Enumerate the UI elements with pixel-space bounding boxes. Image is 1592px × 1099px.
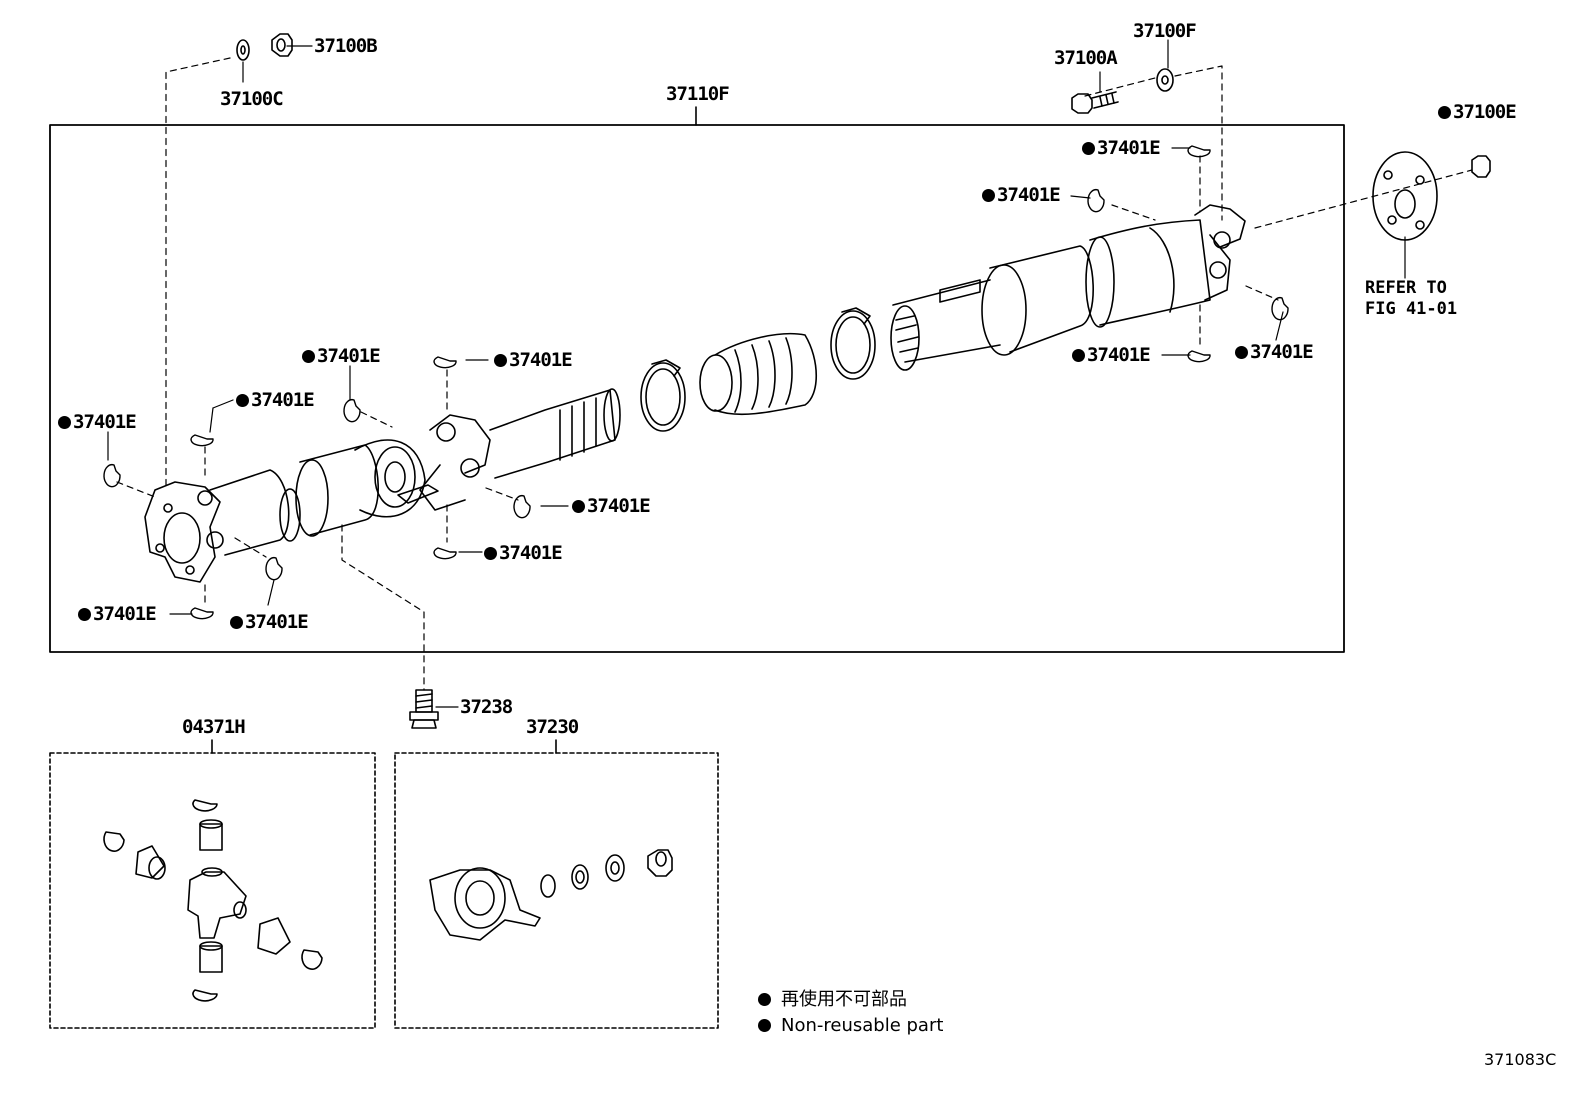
label-snap-ring: 37401E xyxy=(302,346,381,366)
label-bolt-a: 37100A xyxy=(1054,47,1118,69)
label-snap-ring: 37401E xyxy=(494,350,573,370)
label-snap-ring: 37401E xyxy=(982,185,1061,205)
label-snap-ring: 37401E xyxy=(1082,138,1161,158)
spider-kit-parts xyxy=(103,799,323,1002)
rear-shaft xyxy=(890,204,1246,371)
front-flange-yoke xyxy=(144,469,301,583)
label-snap-ring: 37401E xyxy=(78,604,157,624)
refer-to-line1: REFER TO xyxy=(1365,278,1447,298)
refer-to-line2: FIG 41-01 xyxy=(1365,299,1458,319)
label-spider-kit: 04371H xyxy=(182,716,246,738)
legend-en: Non-reusable part xyxy=(758,1013,943,1039)
legend-en-text: Non-reusable part xyxy=(781,1015,944,1036)
label-main-assembly: 37110F xyxy=(666,83,730,105)
label-nut-e: 37100E xyxy=(1438,102,1517,122)
label-snap-ring: 37401E xyxy=(230,612,309,632)
companion-flange xyxy=(1372,151,1438,241)
label-snap-ring: 37401E xyxy=(484,543,563,563)
center-bearing-installed xyxy=(295,439,439,537)
label-snap-ring: 37401E xyxy=(58,412,137,432)
assembly-frame xyxy=(49,124,1345,653)
label-snap-ring: 37401E xyxy=(1235,342,1314,362)
boot-and-clamps xyxy=(640,307,876,432)
label-snap-ring: 37401E xyxy=(1072,345,1151,365)
snap-rings xyxy=(103,145,1289,620)
label-snap-ring: 37401E xyxy=(572,496,651,516)
figure-number: 371083C xyxy=(1484,1050,1557,1069)
label-washer-f: 37100F xyxy=(1133,20,1197,42)
spider-kit-frame xyxy=(49,752,376,1029)
slip-yoke-shaft xyxy=(419,388,621,511)
bullet-icon xyxy=(758,993,771,1006)
label-washer-c: 37100C xyxy=(220,88,284,110)
bullet-icon xyxy=(758,1019,771,1032)
label-bolt-37238: 37238 xyxy=(460,696,513,718)
label-center-bearing: 37230 xyxy=(526,716,579,738)
legend-jp: 再使用不可部品 xyxy=(758,987,907,1013)
bolt-37238-drawing xyxy=(409,689,439,729)
center-bearing-frame xyxy=(394,752,719,1029)
label-snap-ring: 37401E xyxy=(236,390,315,410)
legend-jp-text: 再使用不可部品 xyxy=(781,989,907,1010)
label-nut-b: 37100B xyxy=(314,35,378,57)
center-bearing-parts xyxy=(429,849,673,941)
